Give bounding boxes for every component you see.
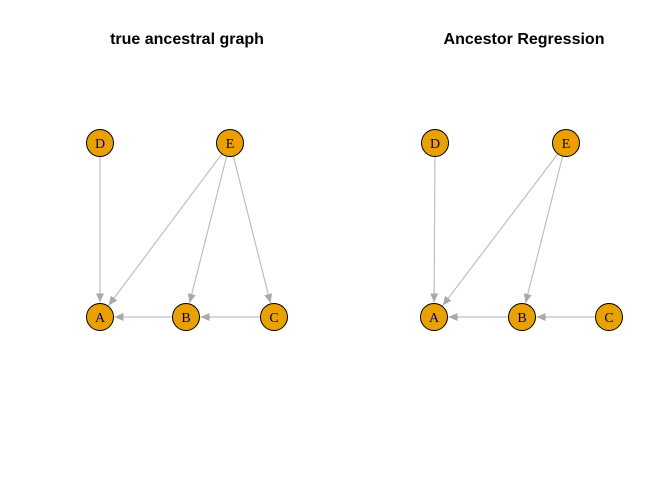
graph-node-C-p1 xyxy=(595,303,623,331)
graph-node-C-p0 xyxy=(260,303,288,331)
graph-edge-E-A-p1 xyxy=(442,153,559,306)
node-label-C-p0: C xyxy=(269,311,278,326)
graph-node-E-p1 xyxy=(552,129,580,157)
node-label-A-p0: A xyxy=(95,311,106,326)
graph-edge-E-C-p0 xyxy=(232,155,273,304)
node-label-D-p0: D xyxy=(95,137,105,152)
graph-edge-D-A-p1 xyxy=(430,156,439,303)
graph-edge-E-B-p0 xyxy=(187,155,228,304)
node-label-A-p1: A xyxy=(429,311,440,326)
graph-node-D-p1 xyxy=(421,129,449,157)
graph-node-A-p0 xyxy=(86,303,114,331)
right-panel-title: Ancestor Regression xyxy=(443,31,605,48)
graph-edge-E-A-p0 xyxy=(108,153,223,306)
left-panel-title: true ancestral graph xyxy=(110,31,264,48)
graph-edge-E-B-p1 xyxy=(523,155,564,304)
graph-node-B-p0 xyxy=(172,303,200,331)
node-label-D-p1: D xyxy=(430,137,440,152)
node-label-C-p1: C xyxy=(604,311,613,326)
nodes-layer: D E A B C D E A B C xyxy=(86,129,623,331)
graph-node-B-p1 xyxy=(508,303,536,331)
graph-node-A-p1 xyxy=(420,303,448,331)
node-label-B-p0: B xyxy=(181,311,190,326)
node-label-E-p0: E xyxy=(226,137,235,152)
graph-node-E-p0 xyxy=(216,129,244,157)
edges-layer xyxy=(96,153,596,321)
graph-node-D-p0 xyxy=(86,129,114,157)
node-label-B-p1: B xyxy=(517,311,526,326)
node-label-E-p1: E xyxy=(562,137,571,152)
